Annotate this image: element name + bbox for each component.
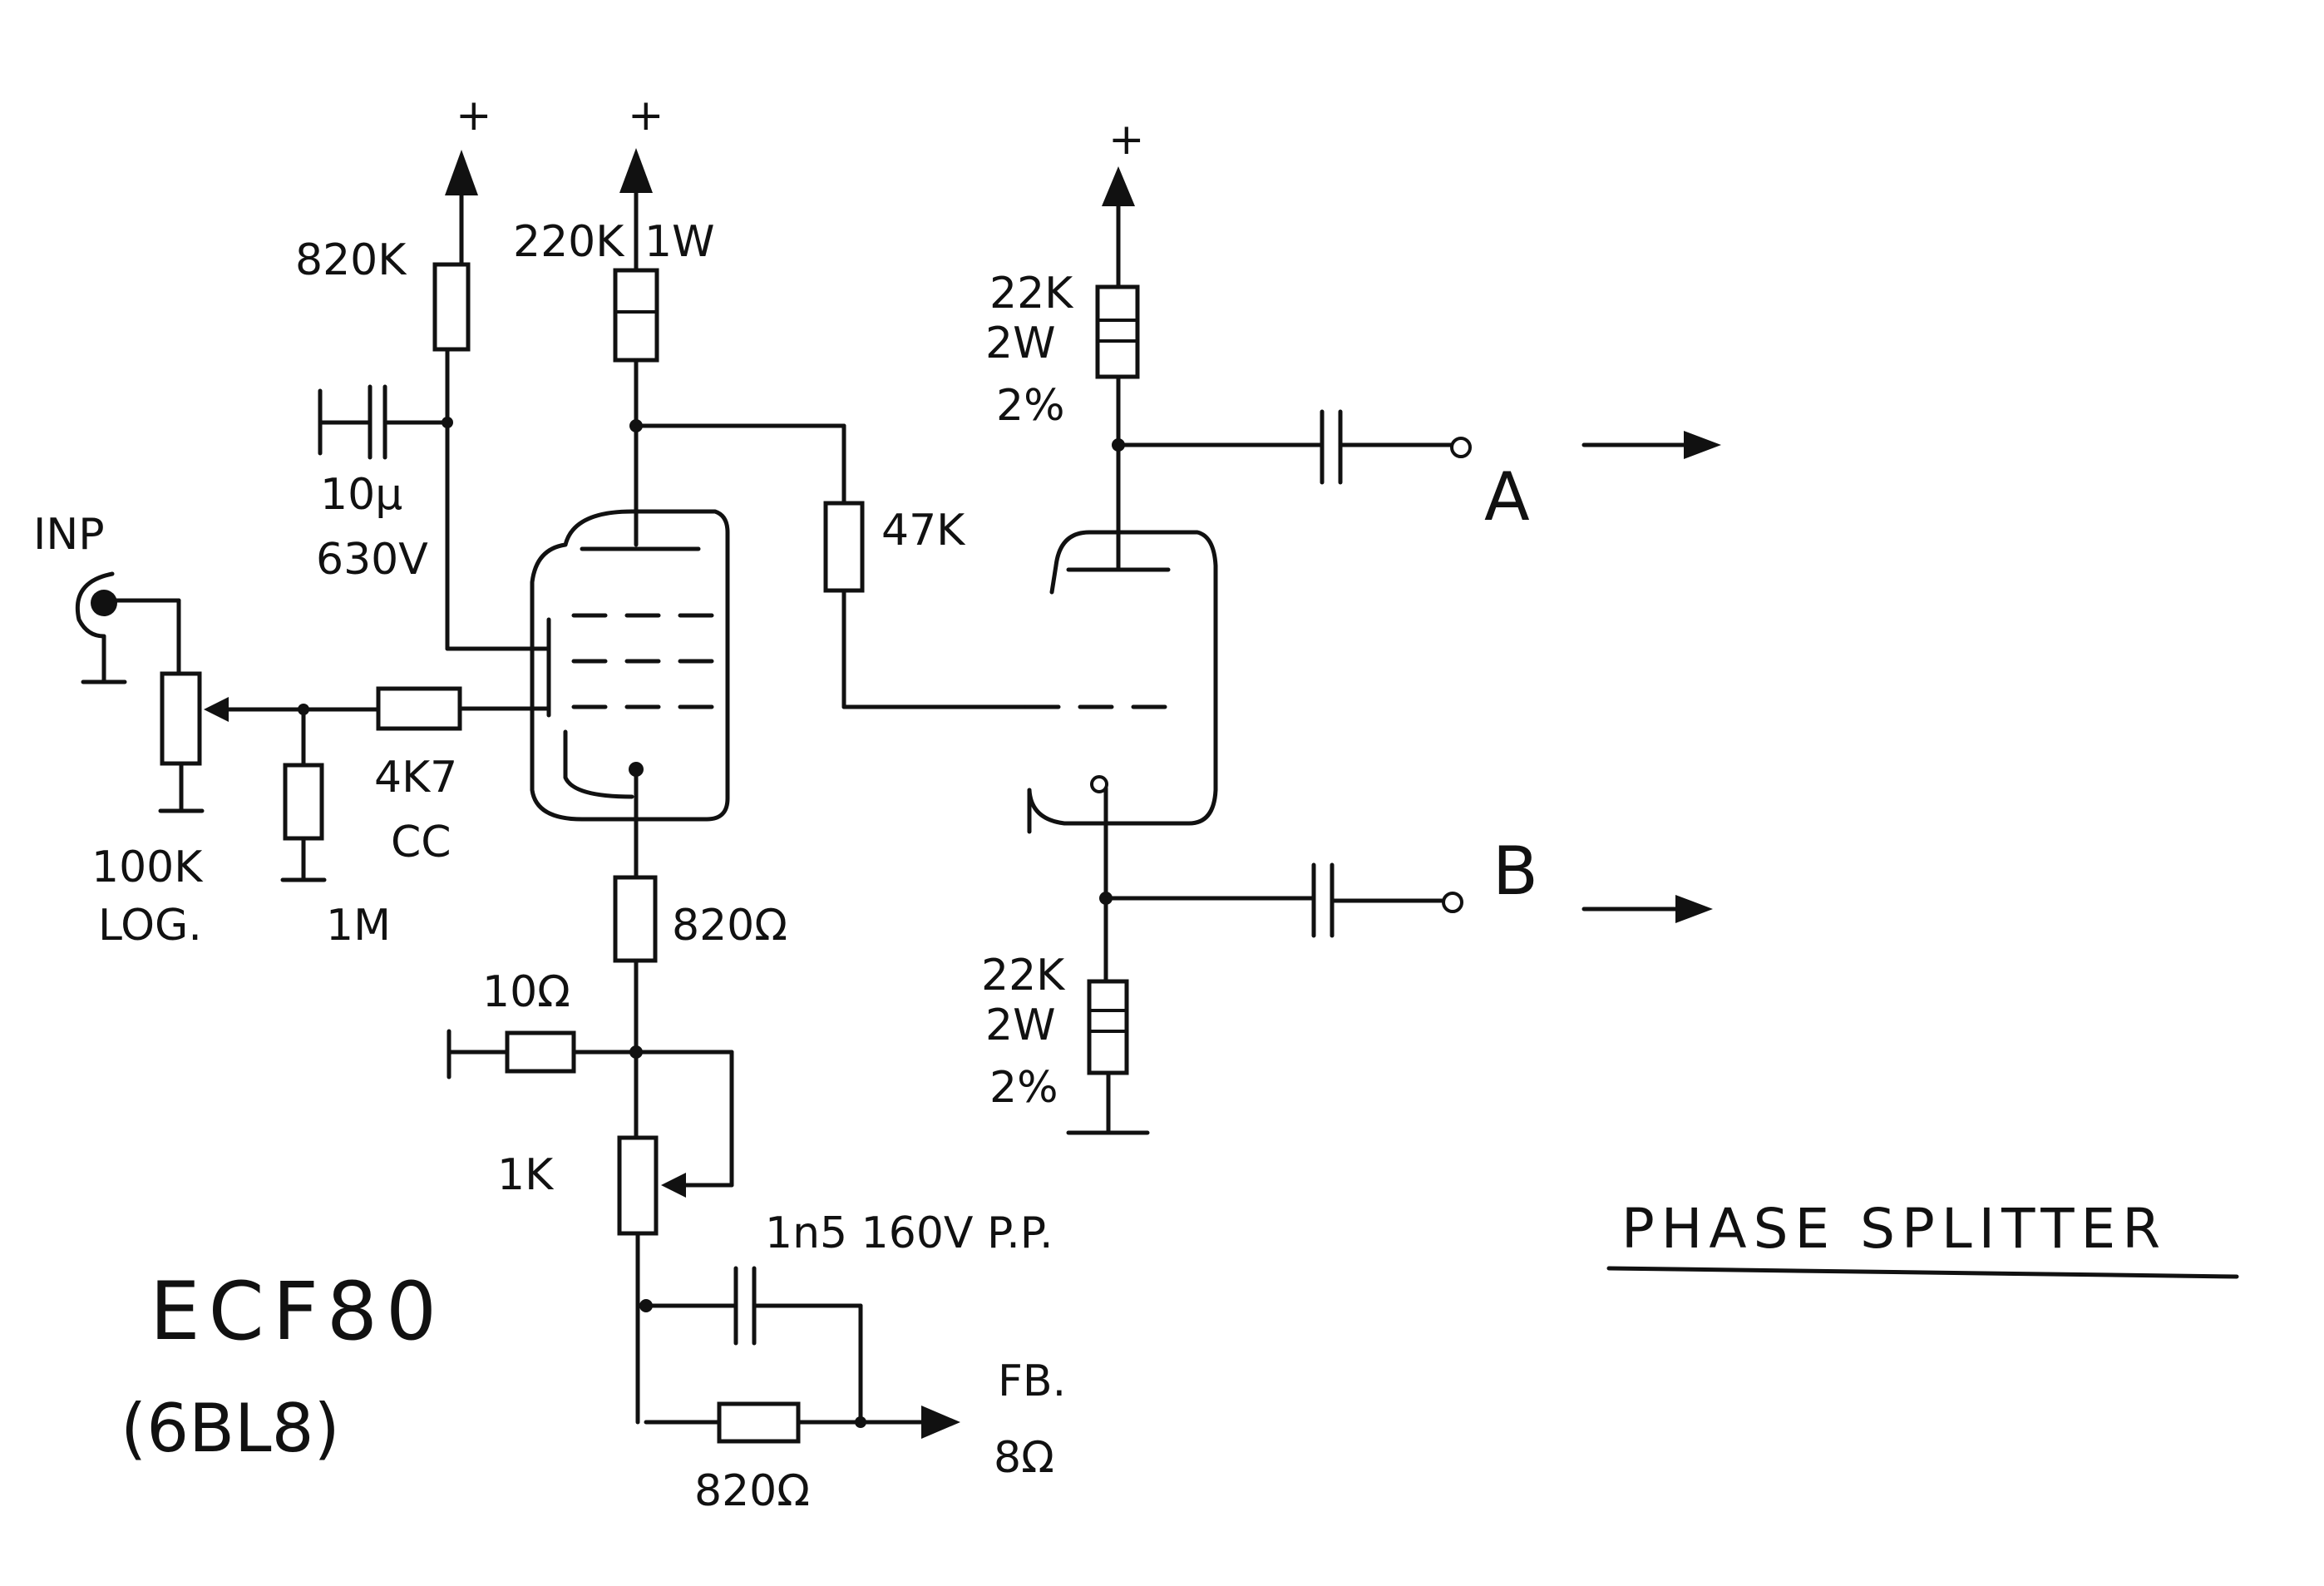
capacitor-10u-voltage: 630V bbox=[316, 535, 428, 585]
resistor-820k bbox=[432, 262, 471, 352]
potentiometer-100k-value: 100K bbox=[91, 842, 204, 892]
resistor-22k-anode-value: 22K bbox=[989, 269, 1074, 319]
resistor-4k7-type: CC bbox=[391, 818, 451, 867]
output-b-terminal bbox=[1442, 892, 1463, 913]
resistor-22k-cathode-power: 2W bbox=[985, 1001, 1056, 1050]
resistor-22k-cathode bbox=[1087, 979, 1129, 1075]
potentiometer-100k-taper: LOG. bbox=[98, 901, 202, 951]
supply-arrow-2 bbox=[619, 148, 653, 273]
title-underline bbox=[1606, 1266, 2239, 1279]
plus-sign: + bbox=[456, 91, 492, 141]
pentode-stage: + 820K 10µ 630V + 220K 1W 47K bbox=[295, 91, 1029, 822]
diagram-title: PHASE SPLITTER bbox=[1621, 1197, 2167, 1261]
resistor-820-cathode-label: 820Ω bbox=[672, 901, 787, 951]
resistor-22k-anode-power: 2W bbox=[985, 319, 1056, 368]
resistor-4k7-value: 4K7 bbox=[374, 753, 457, 803]
potentiometer-1k bbox=[617, 1135, 659, 1236]
resistor-820-feedback bbox=[717, 1401, 801, 1444]
resistor-820k-label: 820K bbox=[295, 235, 407, 285]
capacitor-1n5-label: 1n5 160V P.P. bbox=[765, 1208, 1053, 1258]
resistor-820-cathode bbox=[613, 875, 658, 963]
resistor-47k-label: 47K bbox=[881, 506, 966, 556]
resistor-10-label: 10Ω bbox=[482, 967, 570, 1017]
triode-envelope bbox=[1027, 530, 1218, 826]
resistor-22k-cathode-value: 22K bbox=[981, 951, 1066, 1001]
triode-stage: + 22K 2W 2% A B bbox=[981, 115, 1721, 1135]
output-a-terminal bbox=[1450, 437, 1472, 458]
capacitor-10u-value: 10µ bbox=[320, 470, 402, 520]
feedback-label: FB. bbox=[998, 1356, 1066, 1406]
resistor-47k bbox=[823, 501, 865, 593]
potentiometer-1k-label: 1K bbox=[497, 1150, 555, 1200]
supply-arrow-3 bbox=[1102, 166, 1135, 289]
supply-arrow-1 bbox=[445, 150, 478, 269]
resistor-10 bbox=[505, 1030, 576, 1074]
input-network: INP 100K LOG. 1M 4K7 CC bbox=[33, 510, 551, 951]
resistor-22k-anode bbox=[1095, 284, 1140, 379]
tube-type: ECF80 bbox=[150, 1265, 445, 1358]
output-b-label: B bbox=[1493, 833, 1538, 910]
resistor-1m bbox=[283, 763, 324, 841]
resistor-220k bbox=[613, 268, 659, 363]
resistor-22k-cathode-tolerance: 2% bbox=[989, 1063, 1058, 1113]
cathode-network: 820Ω 10Ω 1K 1n5 160V P.P. 820Ω FB. 8Ω bbox=[447, 767, 1066, 1516]
input-label: INP bbox=[33, 510, 105, 560]
output-a-label: A bbox=[1484, 458, 1530, 536]
plus-sign: + bbox=[1108, 115, 1145, 165]
feedback-impedance: 8Ω bbox=[994, 1433, 1054, 1483]
plus-sign: + bbox=[628, 91, 664, 141]
pentode-envelope bbox=[530, 509, 730, 822]
capacitor-10u bbox=[318, 384, 450, 460]
resistor-820-feedback-label: 820Ω bbox=[694, 1466, 810, 1516]
resistor-4k7 bbox=[376, 686, 462, 731]
input-jack bbox=[75, 571, 115, 639]
tube-equivalent: (6BL8) bbox=[121, 1390, 340, 1467]
resistor-220k-power: 1W bbox=[644, 217, 715, 267]
resistor-1m-label: 1M bbox=[326, 901, 391, 951]
resistor-220k-label: 220K bbox=[513, 217, 625, 267]
potentiometer-100k bbox=[160, 671, 202, 766]
resistor-22k-anode-tolerance: 2% bbox=[996, 381, 1065, 431]
